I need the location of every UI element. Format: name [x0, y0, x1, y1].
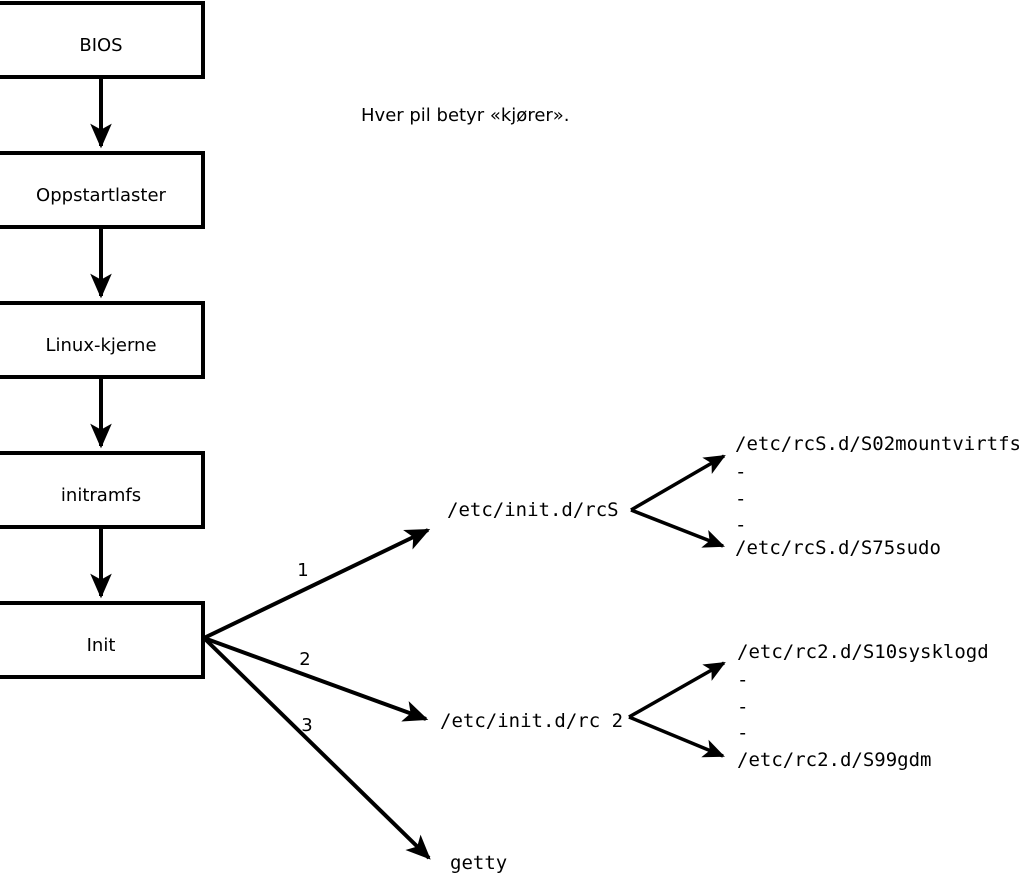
edge-rcs-to-first-script: [630, 454, 726, 512]
edge-rc2-to-first-script: [628, 661, 726, 719]
initramfs-box: [0, 451, 205, 529]
bootloader-label: Oppstartlaster: [36, 185, 166, 206]
branch-label-rcs: /etc/init.d/rcS: [447, 499, 619, 521]
rc2-ellipsis-dash-1: -: [737, 669, 748, 691]
node-kernel: Linux-kjerne: [0, 301, 205, 379]
edge-init-to-getty: [202, 636, 431, 860]
init-box: [0, 601, 205, 679]
kernel-label: Linux-kjerne: [45, 335, 156, 356]
branch-number-1: 1: [297, 560, 308, 581]
init-label: Init: [87, 635, 116, 656]
note-text: Hver pil betyr «kjører».: [361, 105, 570, 126]
rcs-ellipsis-dash-2: -: [735, 488, 746, 510]
rc2-ellipsis-dash-2: -: [737, 696, 748, 718]
branch-number-2: 2: [299, 649, 310, 670]
node-bios: BIOS: [0, 1, 205, 79]
edge-rcs-to-last-script: [630, 508, 725, 548]
rcs-ellipsis-dash-3: -: [735, 514, 746, 536]
branch-number-3: 3: [301, 715, 312, 736]
rc2-first-script-label: /etc/rc2.d/S10sysklogd: [737, 641, 989, 663]
bios-label: BIOS: [79, 35, 122, 56]
branch-label-rc2: /etc/init.d/rc 2: [440, 710, 623, 732]
edge-init-to-rc2: [203, 636, 429, 722]
edge-init-to-rcs: [203, 528, 431, 640]
bios-box: [0, 1, 205, 79]
node-initramfs: initramfs: [0, 451, 205, 529]
node-init: Init: [0, 601, 205, 679]
rc2-ellipsis-dash-3: -: [737, 722, 748, 744]
initramfs-label: initramfs: [61, 485, 141, 506]
branch-label-getty: getty: [450, 852, 507, 874]
edge-rc2-to-last-script: [628, 715, 725, 758]
rcs-ellipsis-dash-1: -: [735, 461, 746, 483]
bootloader-box: [0, 151, 205, 229]
node-bootloader: Oppstartlaster: [0, 151, 205, 229]
rcs-first-script-label: /etc/rcS.d/S02mountvirtfs: [735, 433, 1021, 455]
rcs-last-script-label: /etc/rcS.d/S75sudo: [735, 537, 941, 559]
rc2-last-script-label: /etc/rc2.d/S99gdm: [737, 749, 931, 771]
